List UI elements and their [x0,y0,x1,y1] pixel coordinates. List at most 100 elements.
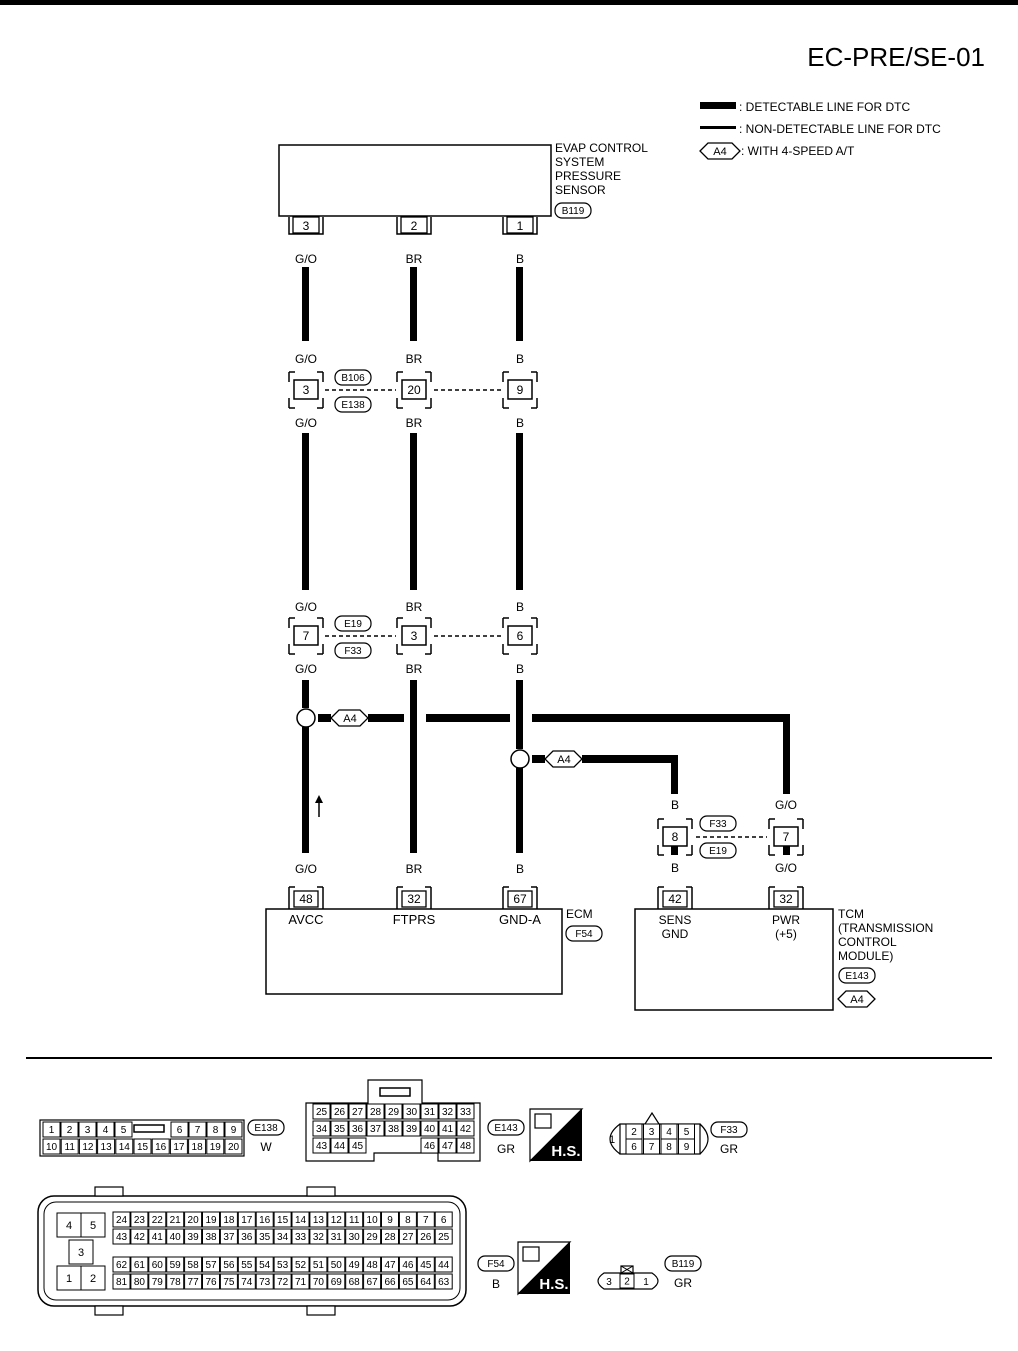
connector-pin-number: 13 [313,1215,325,1226]
connector-cell [78,1138,97,1155]
connector-cell [148,1228,167,1245]
wire-a4-stub [318,714,331,722]
connector-pin-number: 42 [134,1232,146,1243]
wire-label: B [516,416,524,430]
junction-bracket [502,371,538,409]
ecm-terminal-ftprs: FTPRS [393,912,436,927]
junction1-badge-bottom [334,396,372,413]
sensor-pin-3-housing [288,217,324,235]
connector-cell [202,1256,220,1273]
connector-pin-number: 37 [370,1124,382,1135]
junction1-conn-top: B106 [341,373,365,384]
connector-pin-number: 52 [295,1260,307,1271]
ecm-pin-67: 67 [513,892,527,906]
f54-badge [477,1255,515,1272]
connector-cell [434,1273,453,1290]
wire-label: BR [406,416,423,430]
connector-pin-number: 7 [195,1125,201,1136]
splice-circle-b [510,749,530,769]
connector-pin-number: 7 [649,1142,655,1153]
connector-cell [237,1211,256,1228]
connector-cell [130,1273,149,1290]
connector-pin-number: 43 [316,1141,328,1152]
connector-cell [363,1256,382,1273]
connector-cell [291,1273,310,1290]
junction3-pin-box [662,826,688,847]
e138-outline [39,1119,245,1157]
junction1-pin-go: 3 [303,383,310,397]
connector-cell [291,1211,310,1228]
connector-cell [643,1138,660,1155]
connector-cell [345,1211,364,1228]
connector-pin-number: 1 [643,1277,649,1288]
connector-pin-number: 40 [424,1124,436,1135]
connector-pin-number: 4 [666,1127,672,1138]
connector-pin-number: 18 [192,1142,204,1153]
junction3-pin-box [773,826,799,847]
connector-cell [434,1211,453,1228]
wire-label: G/O [295,662,317,676]
connector-cell [166,1273,185,1290]
connector-cell [42,1138,61,1155]
connector-pin-number: 68 [349,1277,361,1288]
connector-cell [363,1211,382,1228]
junction1-pin-br: 20 [407,383,421,397]
connector-pin-number: 47 [442,1141,454,1152]
connector-pin-number: 39 [188,1232,200,1243]
connector-cell [327,1256,346,1273]
connector-cell [237,1273,256,1290]
junction-e19-f33: 7 3 6 E19 F33 [288,615,538,659]
connector-cell [312,1120,331,1137]
connector-pin-number: 34 [316,1124,328,1135]
connector-cell [398,1273,417,1290]
junction3-pin-go: 7 [783,830,790,844]
legend-a4-tag-shape [699,142,741,160]
connector-pin-number: 3 [78,1247,84,1259]
tcm-terminal-sens: SENS [659,913,692,927]
connector-pin-number: 5 [90,1220,96,1232]
connector-cell [381,1211,399,1228]
e138-color: W [260,1140,272,1154]
connector-cell [184,1273,203,1290]
connector-pin-number: 59 [170,1260,182,1271]
connector-cell [148,1211,167,1228]
connector-cell [237,1256,256,1273]
junction3-conn-top: F33 [709,819,727,830]
connector-cell [97,1138,116,1155]
connector-pin-number: 34 [277,1232,289,1243]
connector-cell [78,1121,97,1138]
sensor-pin-3: 3 [303,219,310,233]
connector-cell [130,1228,149,1245]
connector-cell [438,1137,457,1154]
connector-pin-number: 8 [405,1215,411,1226]
ecm-label: ECM [566,907,593,921]
wire-br-2 [410,433,417,590]
sensor-pin-1-housing [502,217,538,235]
sensor-box [278,144,552,217]
connector-pin-number: 36 [241,1232,253,1243]
evap-pressure-sensor: EVAP CONTROL SYSTEM PRESSURE SENSOR B119… [278,141,648,235]
connector-cell [434,1256,453,1273]
tcm-label-2: (TRANSMISSION [838,921,933,935]
connector-cell [330,1137,349,1154]
connector-cell [416,1273,435,1290]
connector-cell [170,1121,189,1138]
tcm-module: 42 32 SENS GND PWR (+5) TCM (TRANSMISSIO… [634,886,933,1011]
connector-pin-number: 23 [134,1215,146,1226]
hs-badge-black [518,1242,570,1294]
connector-cell [345,1228,364,1245]
legend-detectable: : DETECTABLE LINE FOR DTC [739,100,910,114]
wire-tcm-pwr-v [783,714,790,794]
wire-labels: G/O BR B G/O BR B G/O BR B G/O BR B G/O … [295,252,797,876]
connector-pin-number: 6 [441,1215,447,1226]
connector-pin-number: 78 [170,1277,182,1288]
connector-cell [416,1211,435,1228]
b119-outline [597,1272,659,1290]
connector-cell [363,1228,382,1245]
connector-pin-number: 26 [334,1107,346,1118]
wire-a4-h4 [582,755,678,763]
a4-splices: A4 A4 [296,708,583,817]
connector-cell [434,1228,453,1245]
junction1-pin-box [401,379,427,400]
